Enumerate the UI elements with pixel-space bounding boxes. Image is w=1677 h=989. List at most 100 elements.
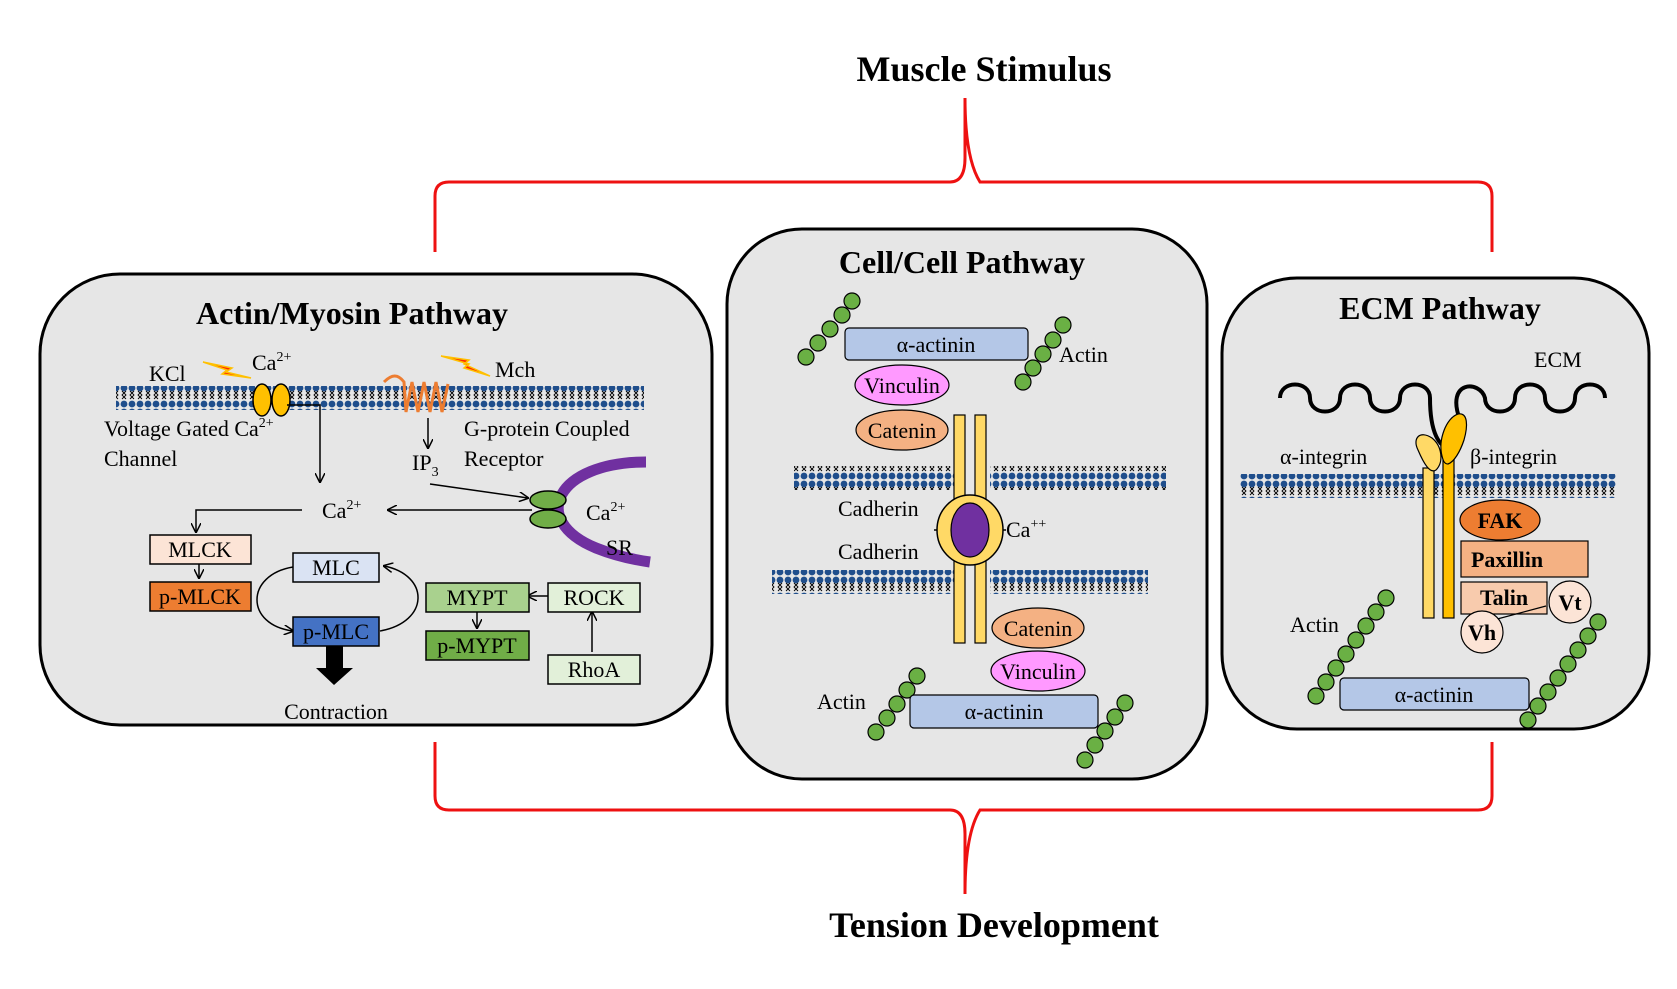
pmlc-box (292, 616, 380, 647)
vt-label: Vt (1558, 590, 1582, 615)
vgcc-label: Voltage Gated Ca2+ (104, 416, 274, 441)
catenin-bottom-label: Catenin (1004, 616, 1072, 641)
ca-sr-label: Ca2+ (586, 500, 625, 525)
cell-cell-title: Cell/Cell Pathway (839, 244, 1085, 280)
vgcc-label-line2: Channel (104, 446, 177, 471)
alpha-actinin-top (844, 327, 1029, 361)
gpcr-label-line2: Receptor (464, 446, 544, 471)
alpha-actinin-ecm (1339, 677, 1530, 711)
vinculin-bottom-label: Vinculin (1000, 659, 1076, 684)
bottom-bracket (433, 742, 1494, 895)
actin-filament (1307, 589, 1395, 705)
talin-label: Talin (1480, 585, 1528, 610)
actin-filament (797, 292, 861, 366)
ecm-title: ECM Pathway (1339, 290, 1541, 326)
vinculin-top (854, 364, 950, 406)
gpcr-receptor (382, 374, 450, 413)
rock-box (547, 582, 641, 613)
ecm-label: ECM (1534, 347, 1582, 372)
kcl-label: KCl (149, 361, 186, 386)
mlc-label: MLC (312, 555, 360, 580)
membrane (794, 466, 954, 490)
mlck-box (149, 534, 252, 565)
lightning-icon (202, 361, 252, 379)
tension-development-title: Tension Development (829, 905, 1159, 945)
membrane (116, 386, 644, 410)
pmypt-label: p-MYPT (437, 633, 517, 658)
actin-filament (1519, 613, 1607, 729)
ca-top-label: Ca2+ (252, 350, 291, 375)
ca-label: Ca++ (1006, 517, 1046, 542)
ip3-label: IP3 (412, 450, 439, 480)
mlck-label: MLCK (168, 537, 232, 562)
gpcr-label: G-protein Coupled (464, 416, 630, 441)
pmlc-label: p-MLC (303, 619, 369, 644)
membrane (772, 570, 954, 594)
arrow (196, 509, 302, 532)
membrane (990, 466, 1166, 490)
vinculin-bottom (990, 650, 1086, 692)
alpha-actinin-bottom (909, 694, 1099, 729)
top-bracket (433, 97, 1494, 252)
rhoa-label: RhoA (568, 657, 621, 682)
vh-circle (1460, 610, 1504, 654)
pmlck-label: p-MLCK (159, 584, 241, 609)
contraction-arrow (316, 644, 353, 685)
lightning-icon (440, 355, 491, 377)
contraction-label: Contraction (284, 699, 388, 724)
alpha-actinin-ecm-label: α-actinin (1395, 682, 1474, 707)
fak (1459, 499, 1541, 541)
arrow (287, 404, 320, 482)
muscle-stimulus-title: Muscle Stimulus (856, 49, 1111, 89)
mch-label: Mch (495, 357, 535, 382)
alpha-integrin-head (1415, 434, 1442, 472)
beta-integrin (1442, 451, 1455, 619)
voltage-gated-channel (252, 383, 272, 417)
talin-box (1460, 581, 1548, 615)
rhoa-box (547, 654, 641, 685)
vt-circle (1548, 580, 1592, 624)
actin-top-label: Actin (1059, 342, 1108, 367)
beta-integrin-label: β-integrin (1470, 444, 1557, 469)
rock-label: ROCK (563, 585, 624, 610)
alpha-actinin-top-label: α-actinin (897, 332, 976, 357)
sr-label: SR (606, 535, 633, 560)
alpha-actinin-bottom-label: α-actinin (965, 699, 1044, 724)
sr-channel (529, 509, 567, 529)
pmypt-box (425, 630, 530, 661)
actin-filament (1076, 694, 1134, 769)
beta-integrin-head (1440, 413, 1468, 465)
catenin-top-label: Catenin (868, 418, 936, 443)
actin-filament (867, 667, 926, 741)
calcium-ion (950, 502, 990, 558)
vinculin-top-label: Vinculin (864, 373, 940, 398)
catenin-top (855, 409, 949, 451)
paxillin-box (1460, 540, 1589, 578)
cadherin-label-1: Cadherin (838, 496, 919, 521)
membrane (990, 570, 1148, 594)
arrow (256, 566, 293, 631)
mypt-box (425, 582, 530, 613)
actin-bottom-label: Actin (817, 689, 866, 714)
arrow (429, 483, 528, 498)
catenin-bottom (991, 607, 1085, 649)
actin-filament (1014, 316, 1072, 391)
sr-membrane (552, 456, 651, 568)
actin-ecm-label: Actin (1290, 612, 1339, 637)
fak-label: FAK (1478, 508, 1523, 533)
sr-channel (529, 490, 567, 510)
alpha-integrin (1422, 467, 1435, 619)
voltage-gated-channel (271, 383, 291, 417)
ecm-panel (1220, 276, 1651, 731)
ca-center-label: Ca2+ (322, 498, 361, 523)
mlc-box (292, 552, 380, 583)
vh-label: Vh (1468, 620, 1496, 645)
cadherin-label-2: Cadherin (838, 539, 919, 564)
mypt-label: MYPT (446, 585, 508, 610)
pmlck-box (149, 581, 252, 612)
alpha-integrin-label: α-integrin (1280, 444, 1367, 469)
paxillin-label: Paxillin (1471, 547, 1543, 572)
actin-myosin-title: Actin/Myosin Pathway (196, 295, 508, 331)
arrow (379, 566, 419, 632)
